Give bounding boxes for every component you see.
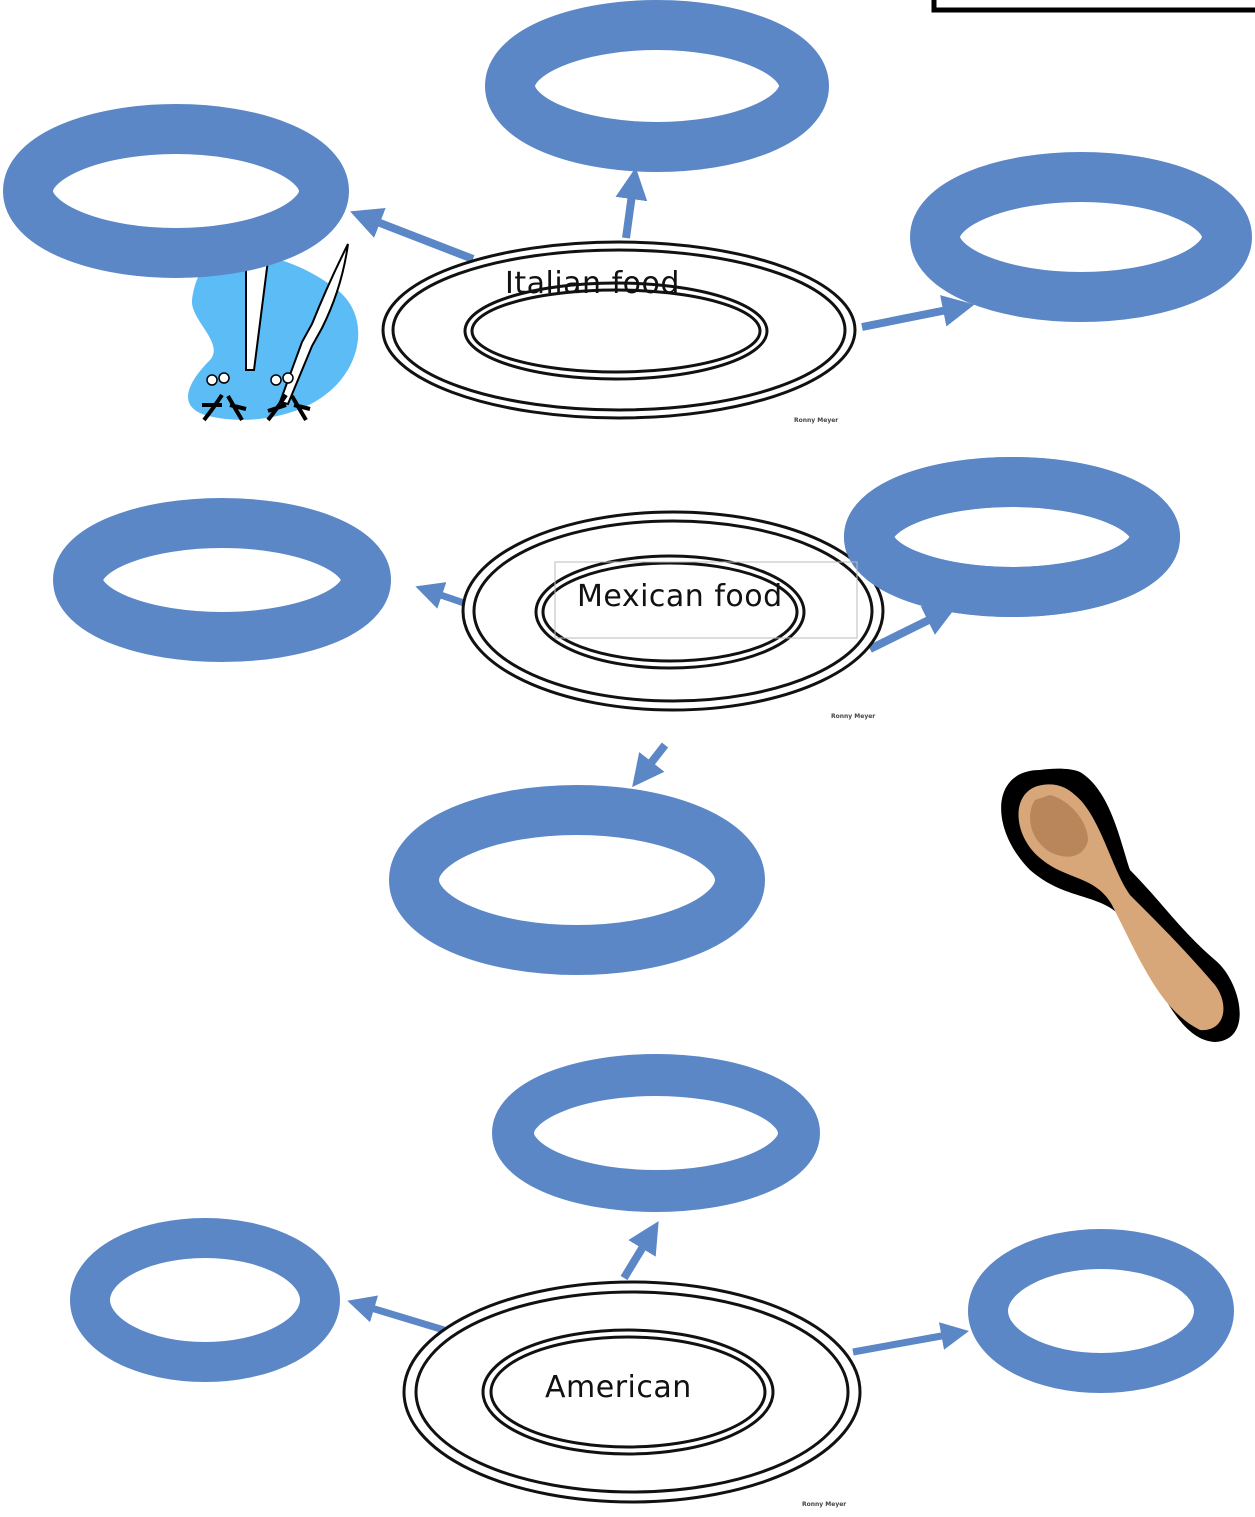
- arrow-italian-to-right: [861, 295, 975, 331]
- plate-label-italian: Italian food: [505, 266, 680, 301]
- answer-ring-italian-right[interactable]: [910, 152, 1252, 322]
- arrow-mexican-to-left: [415, 582, 469, 609]
- answer-ring-italian-left[interactable]: [3, 104, 349, 278]
- corner-frame: [931, 0, 1255, 13]
- plate-american: [402, 1280, 862, 1504]
- arrow-american-to-top: [620, 1221, 659, 1281]
- answer-ring-american-top[interactable]: [492, 1054, 820, 1212]
- plate-label-american: American: [545, 1370, 692, 1405]
- arrow-italian-to-top: [615, 167, 648, 239]
- arrow-italian-to-left: [350, 208, 475, 263]
- arrow-american-to-right: [852, 1322, 970, 1356]
- answer-ring-mexican-bottom[interactable]: [389, 785, 765, 975]
- answer-ring-american-left[interactable]: [70, 1218, 340, 1382]
- answer-ring-mexican-left[interactable]: [53, 498, 391, 662]
- answer-ring-italian-top[interactable]: [485, 0, 829, 172]
- image-credit-mexican: Ronny Meyer: [831, 713, 875, 720]
- label-box-mexican: [554, 561, 858, 639]
- fork-and-knife-characters-icon: [188, 227, 359, 422]
- arrow-american-to-left: [347, 1295, 446, 1334]
- image-credit-american: Ronny Meyer: [802, 1501, 846, 1508]
- answer-ring-mexican-right-overlay: [844, 457, 1180, 617]
- arrow-mexican-to-bottom: [632, 742, 669, 788]
- answer-ring-american-right[interactable]: [968, 1229, 1234, 1393]
- wooden-spoon-icon: [1001, 768, 1240, 1042]
- plate-label-mexican: Mexican food: [577, 579, 783, 614]
- plate-italian: [381, 240, 857, 420]
- image-credit-italian: Ronny Meyer: [794, 417, 838, 424]
- arrow-mexican-to-right: [868, 606, 957, 653]
